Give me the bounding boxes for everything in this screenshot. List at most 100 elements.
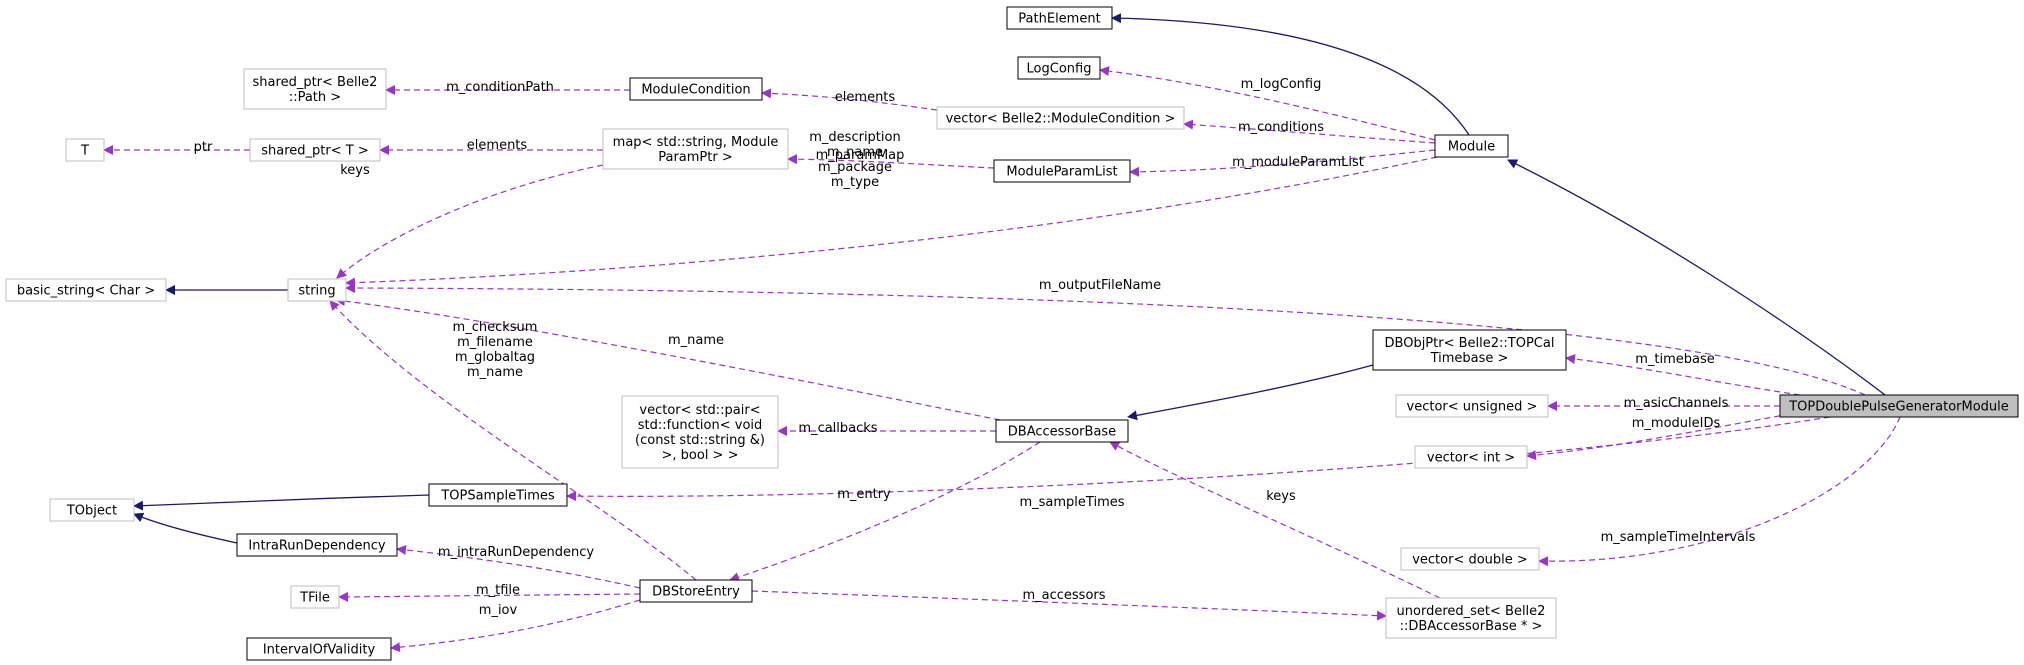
node-label: ::Path > bbox=[289, 90, 341, 105]
node-module-condition[interactable]: ModuleCondition bbox=[629, 77, 763, 101]
node-label: T bbox=[80, 144, 89, 159]
edge-label-line: m_conditionPath bbox=[446, 80, 554, 95]
usage-edge bbox=[566, 416, 1831, 502]
edge-label-line: m_outputFileName bbox=[1039, 278, 1161, 293]
node-box bbox=[995, 419, 1129, 443]
edge-label-line: ptr bbox=[194, 140, 213, 155]
edge-label-line: m_checksum bbox=[453, 320, 538, 335]
usage-edge bbox=[1538, 416, 1901, 567]
node-shared-ptr-t: shared_ptr< T > bbox=[249, 138, 381, 162]
node-module[interactable]: Module bbox=[1434, 134, 1509, 158]
edge-label-line: m_moduleParamList bbox=[1232, 155, 1364, 170]
edge-label-line: keys bbox=[1266, 489, 1296, 504]
inheritance-edge bbox=[1507, 159, 1886, 396]
node-box bbox=[246, 637, 392, 661]
node-box bbox=[65, 138, 105, 162]
usage-edge bbox=[396, 544, 641, 589]
node-box bbox=[1385, 597, 1557, 639]
node-label: vector< std::pair< bbox=[639, 403, 760, 418]
edge-label-line: m_entry bbox=[837, 487, 891, 502]
usage-edge bbox=[390, 599, 641, 653]
node-box bbox=[1414, 445, 1528, 469]
node-box bbox=[1395, 394, 1549, 418]
usage-edge bbox=[1526, 413, 1791, 461]
node-box bbox=[602, 128, 789, 170]
node-db-store-entry[interactable]: DBStoreEntry bbox=[639, 579, 753, 603]
edge-label-keys-set: keys bbox=[1266, 489, 1296, 504]
inheritance-edge bbox=[133, 512, 238, 544]
node-log-config[interactable]: LogConfig bbox=[1017, 56, 1101, 80]
usage-edge bbox=[1183, 119, 1436, 144]
node-label: std::function< void bbox=[638, 418, 763, 433]
edge-label-m-param-map: m_paramMap bbox=[816, 148, 905, 163]
edge-label-line: m_filename bbox=[457, 335, 533, 350]
edge-label-m-sample-time-intervals: m_sampleTimeIntervals bbox=[1601, 530, 1756, 545]
usage-edge bbox=[336, 164, 604, 279]
node-label: vector< int > bbox=[1427, 451, 1515, 466]
node-box bbox=[993, 159, 1131, 183]
edge-label-m-iov: m_iov bbox=[479, 603, 518, 618]
node-box bbox=[621, 395, 779, 469]
node-label: ModuleParamList bbox=[1006, 165, 1117, 180]
usage-edge bbox=[345, 283, 1866, 396]
usage-edge bbox=[1109, 441, 1441, 599]
edge-label-m-sample-times: m_sampleTimes bbox=[1019, 495, 1124, 510]
node-box bbox=[936, 106, 1185, 130]
edge-label-line: m_paramMap bbox=[816, 148, 905, 163]
edge-label-ptr: ptr bbox=[194, 140, 213, 155]
node-intra-run-dependency[interactable]: IntraRunDependency bbox=[236, 533, 398, 557]
node-label: vector< double > bbox=[1412, 553, 1528, 568]
edge-label-m-condition-path: m_conditionPath bbox=[446, 80, 554, 95]
node-label: vector< Belle2::ModuleCondition > bbox=[946, 112, 1176, 127]
node-label: ::DBAccessorBase * > bbox=[1400, 619, 1543, 634]
node-box bbox=[428, 483, 568, 507]
node-label: DBAccessorBase bbox=[1008, 425, 1116, 440]
node-label: TObject bbox=[66, 504, 117, 519]
node-path-element[interactable]: PathElement bbox=[1006, 6, 1113, 30]
node-tobject: TObject bbox=[49, 498, 135, 522]
edge-label-line: m_name bbox=[668, 333, 724, 348]
node-label: basic_string< Char > bbox=[17, 284, 155, 299]
node-box bbox=[1006, 6, 1113, 30]
node-tfile: TFile bbox=[290, 585, 340, 609]
node-top-sample-times[interactable]: TOPSampleTimes bbox=[428, 483, 568, 507]
usage-edge bbox=[345, 156, 1438, 288]
edge-label-m-output-file-name: m_outputFileName bbox=[1039, 278, 1161, 293]
node-module-param-list[interactable]: ModuleParamList bbox=[993, 159, 1131, 183]
node-label: IntervalOfValidity bbox=[263, 643, 376, 658]
usage-edge bbox=[729, 441, 1041, 582]
node-t: T bbox=[65, 138, 105, 162]
edge-label-m-asic-channels: m_asicChannels bbox=[1624, 396, 1729, 411]
edge-label-m-tfile: m_tfile bbox=[476, 583, 520, 598]
inheritance-edge bbox=[1111, 13, 1470, 136]
node-box bbox=[1779, 394, 2019, 418]
node-box bbox=[1400, 547, 1540, 571]
edge-label-elements-conditions: elements bbox=[835, 90, 896, 105]
edge-label-m-module-ids: m_moduleIDs bbox=[1632, 416, 1721, 431]
edge-label-m-name-accessor: m_name bbox=[668, 333, 724, 348]
node-top-double-pulse[interactable]: TOPDoublePulseGeneratorModule bbox=[1779, 394, 2019, 418]
node-label: Module bbox=[1448, 140, 1495, 155]
edge-label-line: m_description bbox=[809, 130, 900, 145]
node-box bbox=[249, 138, 381, 162]
node-label: IntraRunDependency bbox=[248, 539, 386, 554]
inheritance-edge bbox=[133, 494, 430, 511]
edge-label-line: keys bbox=[340, 163, 370, 178]
node-box bbox=[1017, 56, 1101, 80]
edge-label-line: m_moduleIDs bbox=[1632, 416, 1721, 431]
node-box bbox=[1434, 134, 1509, 158]
node-interval-of-validity[interactable]: IntervalOfValidity bbox=[246, 637, 392, 661]
node-label: TFile bbox=[299, 591, 330, 606]
edge-label-line: m_timebase bbox=[1635, 352, 1715, 367]
node-label: PathElement bbox=[1018, 12, 1100, 27]
node-label: string bbox=[298, 284, 335, 299]
node-vector-unsigned: vector< unsigned > bbox=[1395, 394, 1549, 418]
edge-label-line: m_sampleTimes bbox=[1019, 495, 1124, 510]
node-vector-int: vector< int > bbox=[1414, 445, 1528, 469]
node-db-accessor-base[interactable]: DBAccessorBase bbox=[995, 419, 1129, 443]
